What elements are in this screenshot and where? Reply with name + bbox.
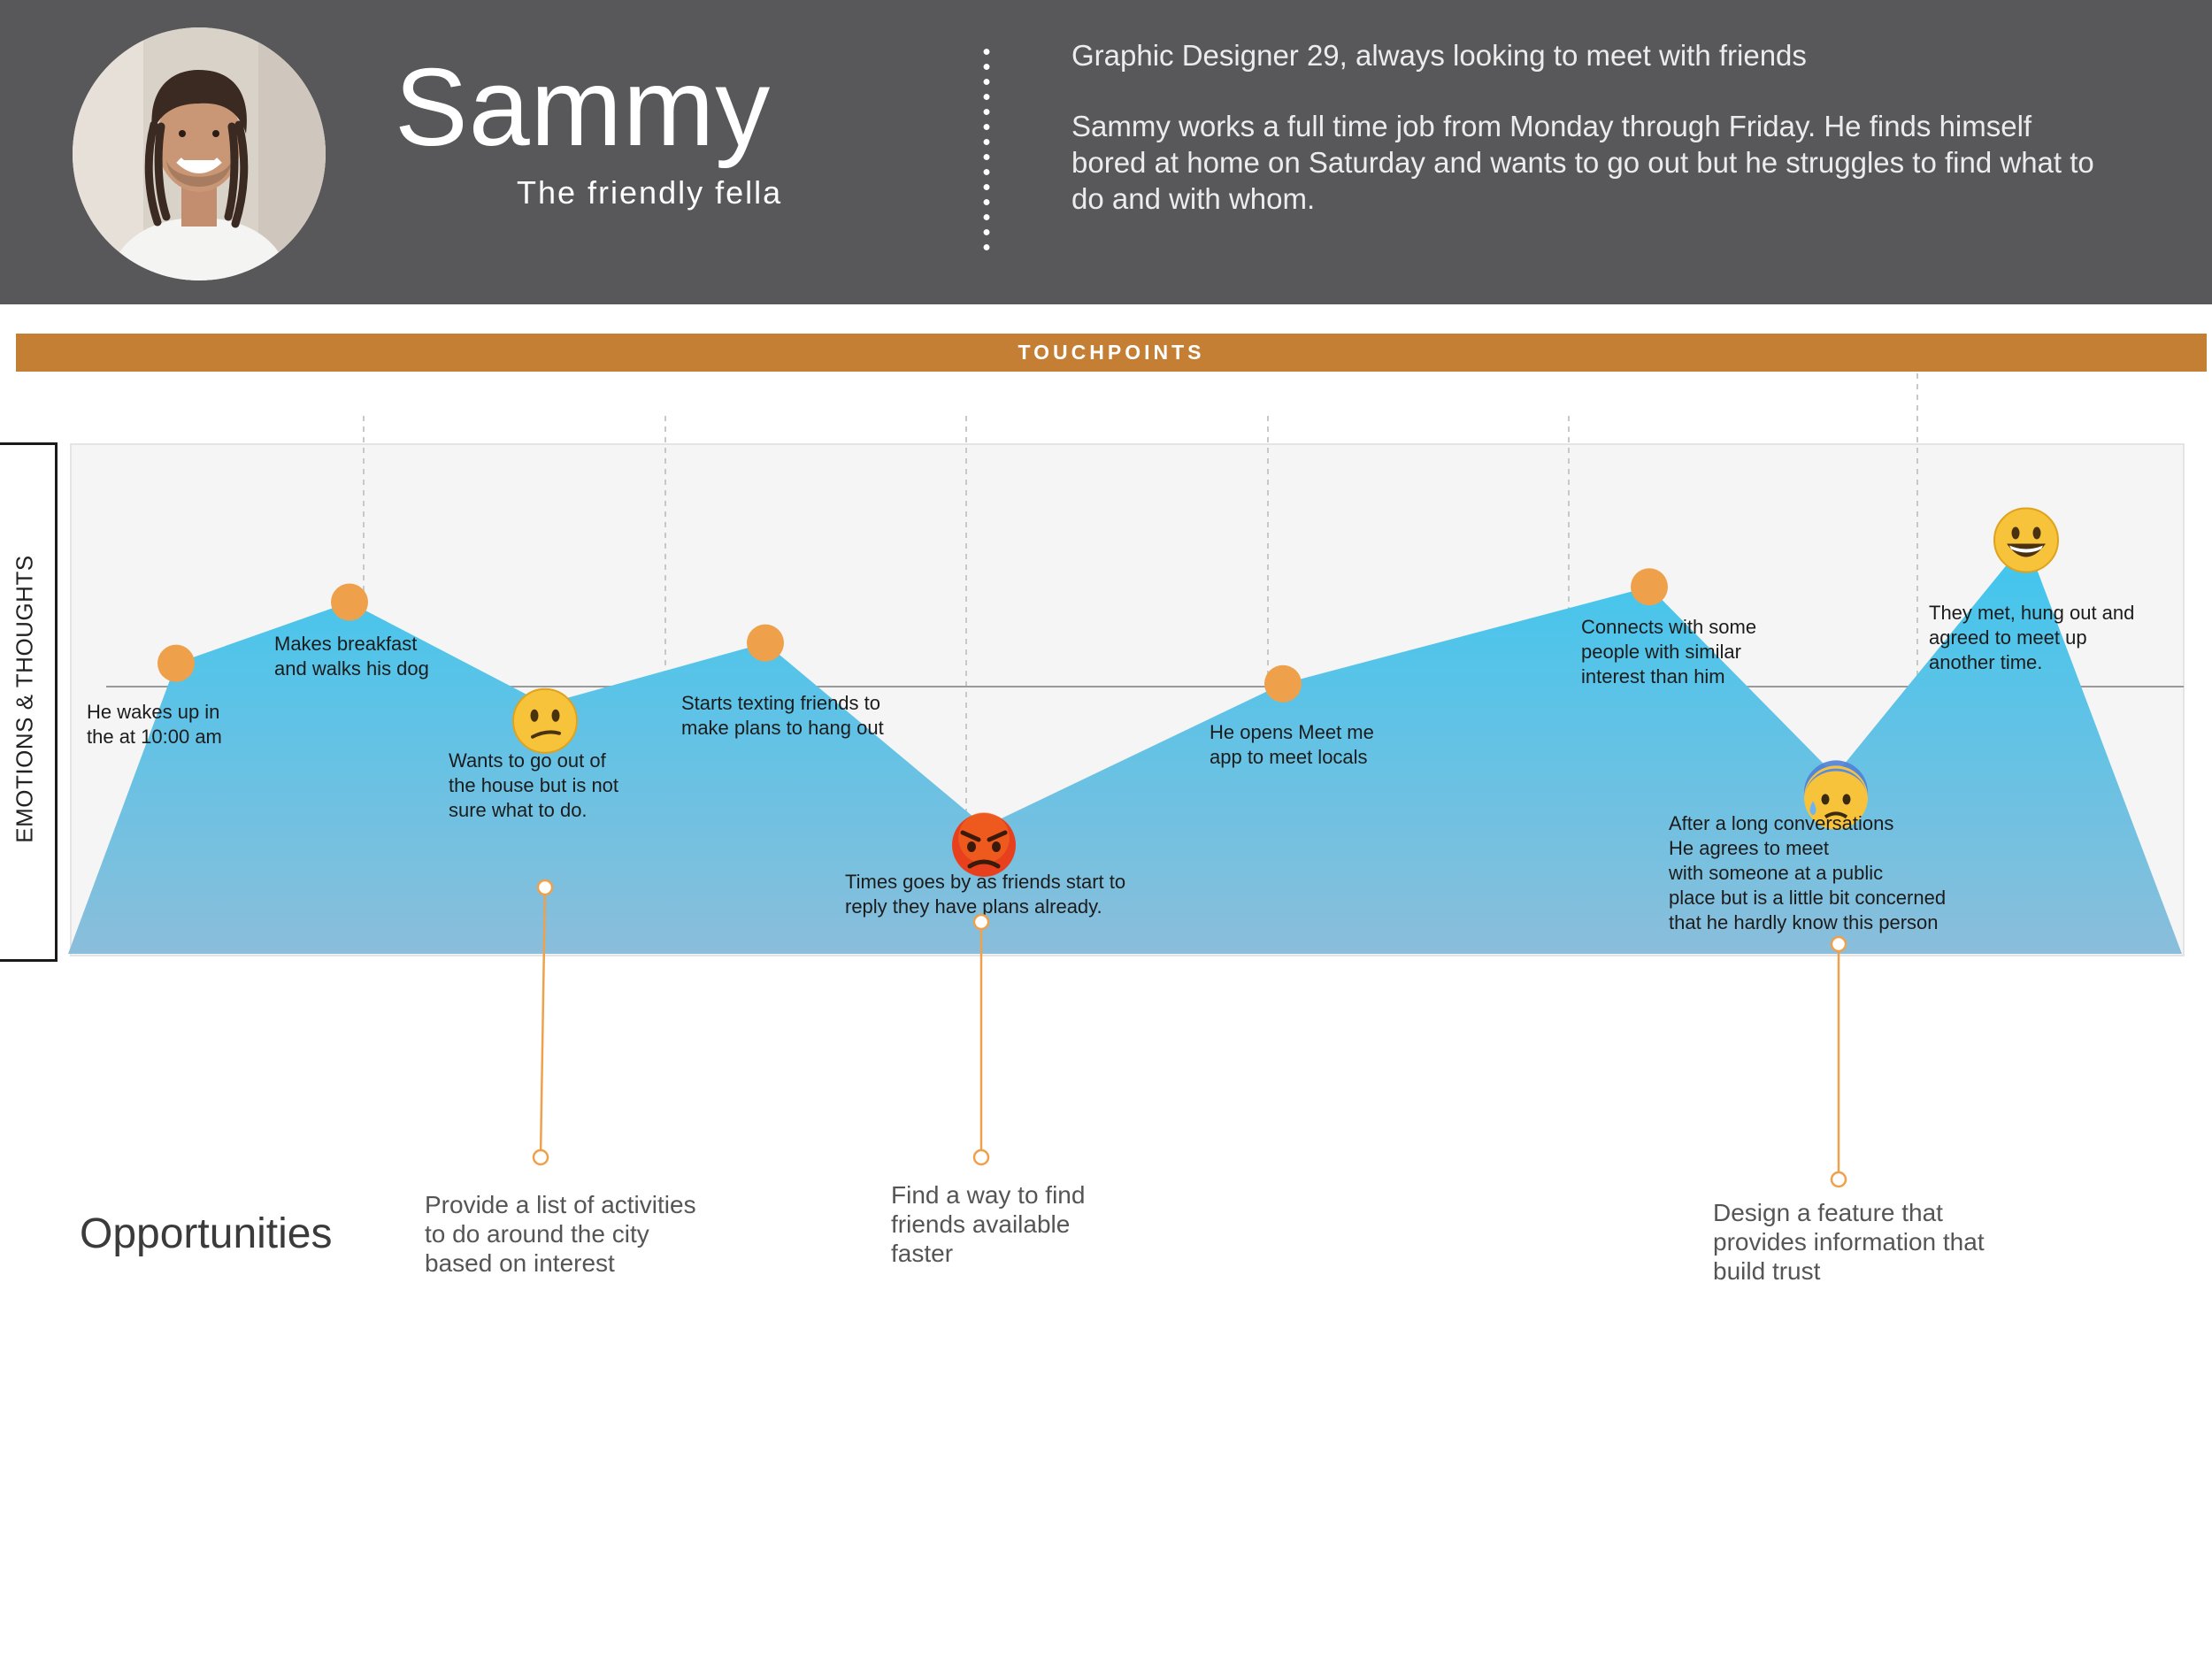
opportunity-item: Provide a list of activities to do aroun… bbox=[425, 1191, 696, 1277]
anxious-sweat-face-icon bbox=[1804, 760, 1868, 830]
persona-tagline: Graphic Designer 29, always looking to m… bbox=[1071, 39, 1807, 72]
grinning-face-icon bbox=[1993, 507, 2059, 573]
touchpoint-marker bbox=[1631, 568, 1668, 606]
connector-end bbox=[1830, 935, 1847, 953]
connector-end bbox=[536, 879, 554, 896]
connector-end bbox=[972, 1148, 990, 1166]
emotion-area bbox=[68, 541, 2182, 954]
persona-subtitle: The friendly fella bbox=[517, 174, 783, 211]
persona-avatar bbox=[73, 27, 326, 280]
angry-face-icon bbox=[952, 812, 1016, 877]
connector-end bbox=[972, 913, 990, 931]
dotted-divider bbox=[983, 44, 990, 255]
persona-name: Sammy bbox=[395, 47, 772, 169]
confused-face-icon bbox=[512, 687, 578, 754]
connector-end bbox=[532, 1148, 549, 1166]
opportunities-heading: Opportunities bbox=[80, 1210, 333, 1257]
touchpoint-marker bbox=[331, 583, 368, 621]
connector-end bbox=[1830, 1171, 1847, 1188]
opportunity-connector bbox=[539, 887, 547, 1158]
persona-bio: Sammy works a full time job from Monday … bbox=[1071, 110, 2094, 215]
touchpoint-marker bbox=[157, 644, 195, 682]
emotions-thoughts-label: EMOTIONS & THOUGHTS bbox=[11, 555, 38, 843]
persona-header: Sammy The friendly fella Graphic Designe… bbox=[0, 0, 2212, 304]
touchpoint-marker bbox=[747, 624, 784, 662]
touchpoint-marker bbox=[1264, 664, 1302, 703]
emotions-label-box bbox=[0, 442, 58, 962]
opportunity-item: Find a way to find friends available fas… bbox=[891, 1181, 1086, 1267]
opportunity-item: Design a feature that provides informati… bbox=[1713, 1199, 1985, 1285]
touchpoints-bar: TOUCHPOINTS bbox=[16, 334, 2207, 372]
